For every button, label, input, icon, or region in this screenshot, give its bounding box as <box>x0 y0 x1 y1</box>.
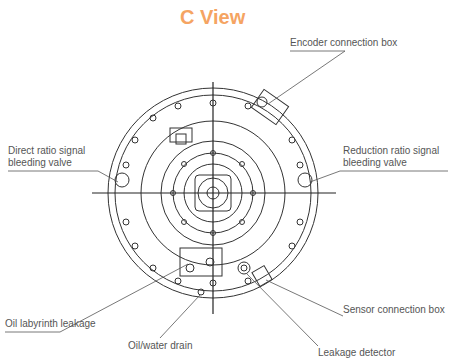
valve-label: Reduction ratio signal bleeding valve <box>343 145 455 169</box>
encoder-label: Encoder connection box <box>290 37 397 49</box>
leakage-label: Oil labyrinth leakage <box>5 318 96 330</box>
view-title: C View <box>180 6 245 29</box>
sensor-box-label: Sensor connection box <box>343 304 445 316</box>
drain-label: Oil/water drain <box>128 340 192 352</box>
detector-label: Leakage detector <box>318 347 395 359</box>
valve-label: Direct ratio signal bleeding valve <box>8 145 104 169</box>
